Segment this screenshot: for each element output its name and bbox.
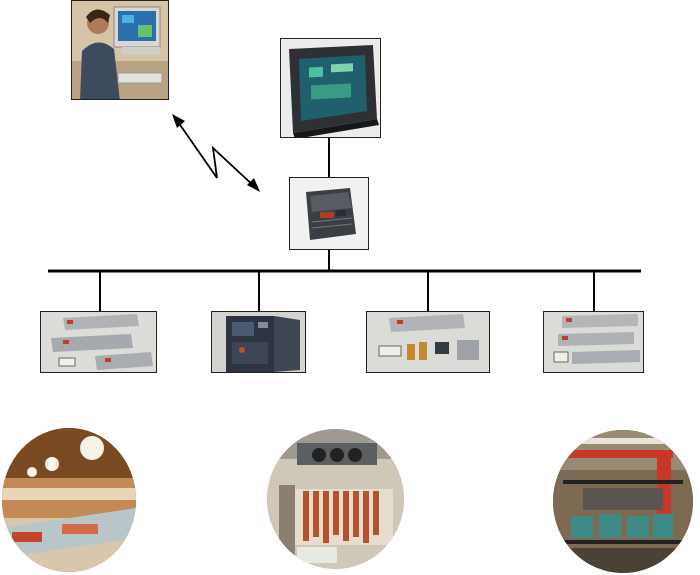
arrowhead-up-icon: [172, 114, 185, 128]
controllers-photo-2: [211, 311, 306, 373]
controllers-photo-3: [366, 311, 490, 373]
pc-workstation-photo: [71, 0, 169, 100]
cold-room-circle-photo: [267, 429, 404, 569]
supermarket-circle-photo: [2, 428, 136, 572]
compressor-circle-photo: [553, 430, 693, 573]
controllers-photo-1: [40, 311, 157, 373]
gateway-photo: [289, 177, 369, 250]
wireless-link: [175, 118, 257, 189]
touch-panel-photo: [280, 38, 381, 138]
arrowhead-down-icon: [247, 178, 260, 192]
controllers-photo-4: [543, 311, 644, 373]
